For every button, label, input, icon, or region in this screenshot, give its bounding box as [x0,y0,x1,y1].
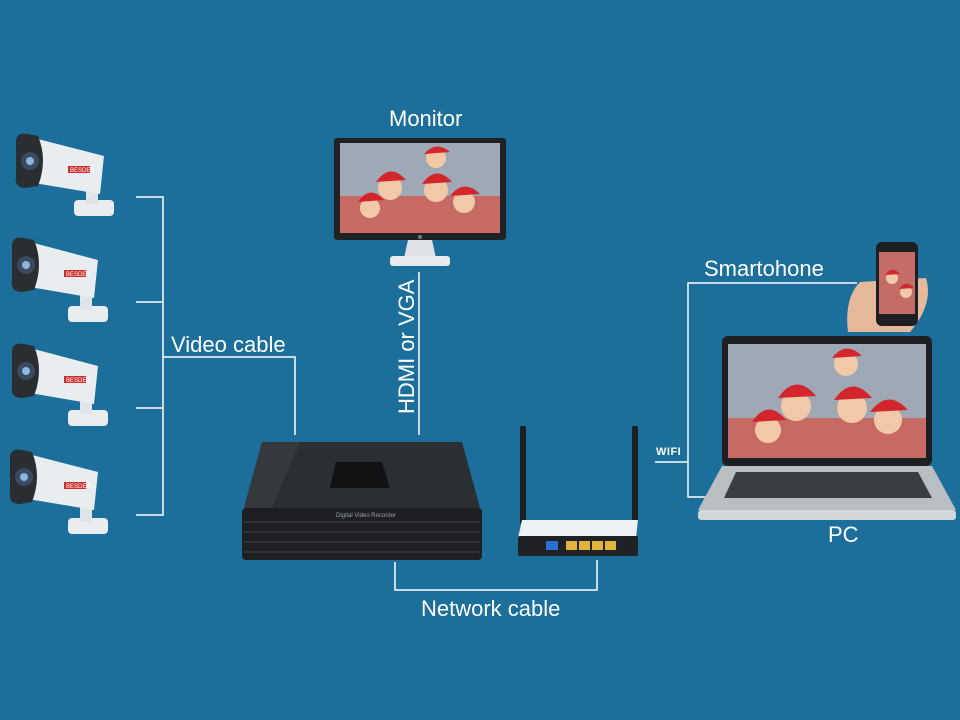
smartphone-label: Smartohone [704,256,824,281]
router-antenna-left [520,426,526,524]
wifi-label: WIFI [656,446,682,458]
camera-brand-1: BESDER [70,168,95,174]
camera-2[interactable]: BESDER [8,232,120,328]
video-cable-bracket [136,196,164,516]
network-cable-label: Network cable [421,596,561,621]
camera-brand-3: BESDER [66,378,91,384]
camera-1[interactable]: BESDER [8,128,120,224]
laptop-keyboard [724,472,932,498]
network-cable-link [394,560,598,591]
dvr-recorder[interactable]: Digital Video Recorder [240,438,484,562]
router-wan-port [546,541,558,550]
smartphone[interactable] [840,238,936,334]
laptop-family-photo [752,348,908,443]
dvr-top-panel [330,462,390,488]
camera-3[interactable]: BESDER [8,338,120,434]
dvr-faceplate-text: Digital Video Recorder [336,513,396,519]
camera-4[interactable]: BESDER [6,444,118,540]
video-cable-label: Video cable [171,332,286,357]
router-antenna-right [632,426,638,524]
video-cable-link [163,356,296,435]
family-photo [358,146,480,218]
wifi-link [655,282,857,498]
wifi-router[interactable] [512,424,644,560]
router-lan-ports [566,541,616,550]
pc-label: PC [828,522,859,547]
camera-brand-2: BESDER [66,272,91,278]
monitor-label: Monitor [389,106,463,131]
camera-brand-4: BESDER [66,484,91,490]
laptop[interactable] [696,334,960,524]
hdmi-vga-label: HDMI or VGA [394,279,419,414]
monitor[interactable] [332,136,508,270]
phone-screen [879,252,915,314]
